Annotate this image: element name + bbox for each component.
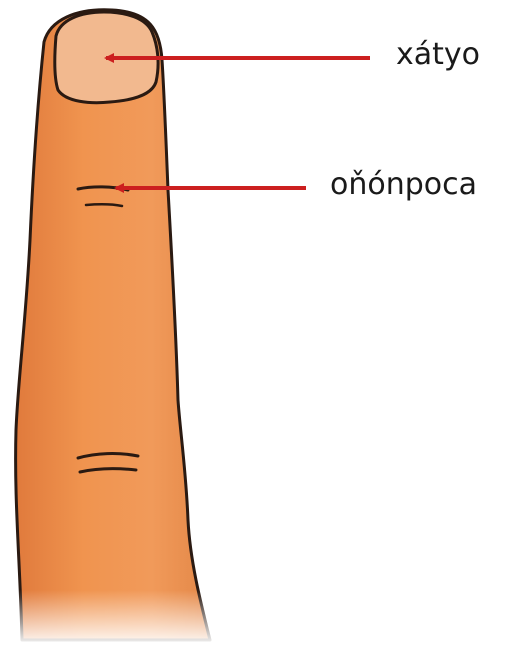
bottom-fade [0, 590, 260, 647]
finger-body [16, 10, 210, 640]
joint-label: oňónpoca [330, 170, 477, 200]
nail-label: xátyo [396, 40, 480, 70]
